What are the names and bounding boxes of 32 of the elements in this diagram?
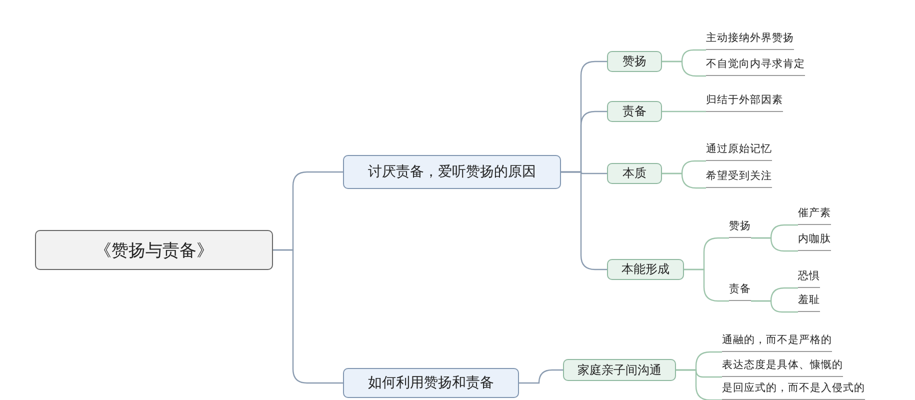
connector-line xyxy=(662,60,706,77)
connector-line xyxy=(751,237,798,252)
underlined-label: 内咖肽 xyxy=(798,233,831,251)
underlined-label: 赞扬 xyxy=(729,220,751,238)
connector-line xyxy=(662,172,706,189)
connector-line xyxy=(751,300,798,313)
connector-line xyxy=(273,249,343,384)
connector-line xyxy=(684,268,729,302)
underlined-label: 不自觉向内寻求肯定 xyxy=(706,58,805,76)
subtopic-box: 责备 xyxy=(607,101,662,122)
subtopic-box: 本能形成 xyxy=(607,259,684,280)
subtopic-box: 家庭亲子间沟通 xyxy=(563,359,676,381)
underlined-label: 通过原始记忆 xyxy=(706,143,772,161)
underlined-label: 责备 xyxy=(729,283,751,301)
underlined-label: 表达态度是具体、慷慨的 xyxy=(722,359,843,377)
underlined-label: 催产素 xyxy=(798,207,831,225)
topic-box: 讨厌责备，爱听赞扬的原因 xyxy=(343,155,561,189)
connector-line xyxy=(561,171,607,270)
underlined-label: 羞耻 xyxy=(798,294,820,312)
subtopic-box: 本质 xyxy=(607,163,662,184)
underlined-label: 希望受到关注 xyxy=(706,170,772,188)
subtopic-box: 赞扬 xyxy=(607,51,662,72)
connector-line xyxy=(676,369,722,400)
underlined-label: 恐惧 xyxy=(798,270,820,288)
underlined-label: 归结于外部因素 xyxy=(706,94,783,112)
topic-box: 如何利用赞扬和责备 xyxy=(343,368,519,398)
connector-line xyxy=(519,369,563,384)
underlined-label: 主动接纳外界赞扬 xyxy=(706,32,794,50)
root-topic-box: 《赞扬与责备》 xyxy=(35,230,273,270)
connector-line xyxy=(662,110,706,112)
underlined-label: 是回应式的，而不是入侵式的 xyxy=(722,382,865,400)
underlined-label: 通融的，而不是严格的 xyxy=(722,334,832,352)
